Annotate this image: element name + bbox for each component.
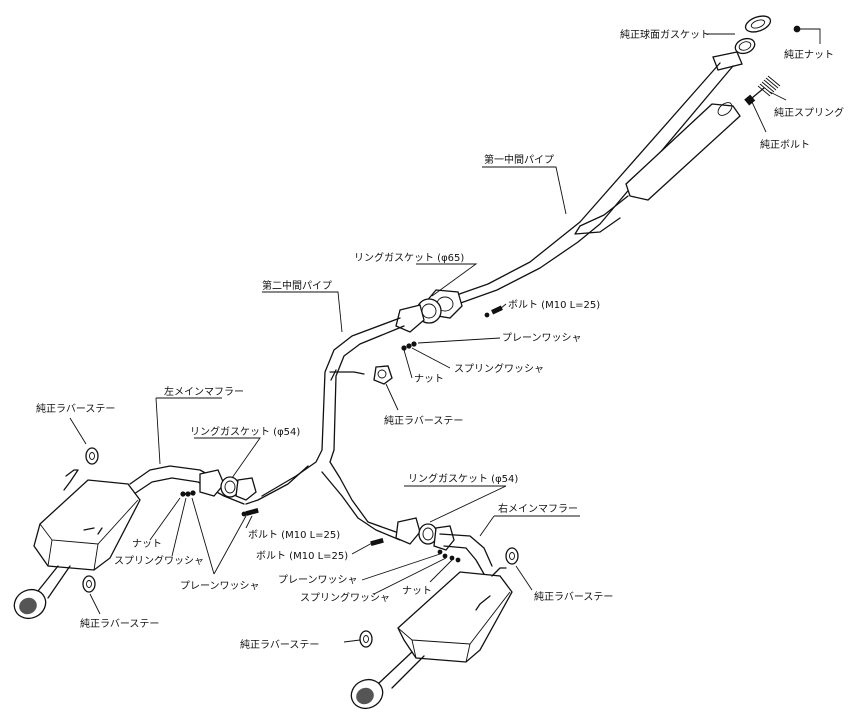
- second-mid-pipe: [245, 317, 405, 541]
- label-oem-rubber-stay-left-top: 純正ラバーステー: [36, 402, 115, 415]
- label-plain-washer-left: プレーンワッシャ: [180, 580, 260, 592]
- label-ring-gasket-54-left: リングガスケット (φ54): [190, 425, 300, 438]
- label-nut-top: ナット: [414, 373, 444, 385]
- labels: 純正球面ガスケット 純正ナット 純正スプリング 純正ボルト 第一中間パイプ リン…: [36, 28, 844, 651]
- label-spring-washer-left: スプリングワッシャ: [114, 554, 204, 567]
- label-second-mid-pipe: 第二中間パイプ: [262, 279, 332, 292]
- label-bolt-m10-top: ボルト (M10 L=25): [508, 299, 600, 311]
- label-right-main-muffler: 右メインマフラー: [498, 502, 578, 515]
- label-spring-washer-top: スプリングワッシャ: [454, 362, 544, 375]
- label-left-main-muffler: 左メインマフラー: [164, 385, 244, 398]
- left-muffler: [13, 447, 259, 620]
- label-oem-spring: 純正スプリング: [774, 106, 844, 119]
- label-nut-right: ナット: [402, 585, 432, 597]
- center-joint: [395, 289, 503, 351]
- label-bolt-m10-left-1: ボルト (M10 L=25): [248, 529, 340, 541]
- label-spring-washer-right: スプリングワッシャ: [300, 591, 390, 604]
- label-first-mid-pipe: 第一中間パイプ: [484, 153, 554, 166]
- label-nut-left: ナット: [132, 538, 162, 550]
- label-ring-gasket-65: リングガスケット (φ65): [354, 251, 464, 264]
- right-muffler: [350, 517, 519, 710]
- label-plain-washer-top: プレーンワッシャ: [502, 332, 582, 344]
- first-mid-pipe: [447, 15, 772, 306]
- label-oem-rubber-stay-right: 純正ラバーステー: [534, 590, 613, 603]
- label-oem-rubber-stay-right-bottom: 純正ラバーステー: [240, 638, 319, 651]
- label-bolt-m10-left-2: ボルト (M10 L=25): [256, 550, 348, 562]
- leader-lines: [69, 28, 821, 643]
- label-ring-gasket-54-right: リングガスケット (φ54): [408, 472, 518, 485]
- label-oem-nut: 純正ナット: [784, 48, 834, 61]
- label-plain-washer-right: プレーンワッシャ: [278, 574, 358, 586]
- label-oem-bolt: 純正ボルト: [760, 138, 810, 151]
- label-oem-rubber-stay-center: 純正ラバーステー: [384, 414, 463, 427]
- label-oem-spherical-gasket: 純正球面ガスケット: [620, 28, 710, 41]
- label-oem-rubber-stay-left-bottom: 純正ラバーステー: [80, 617, 159, 630]
